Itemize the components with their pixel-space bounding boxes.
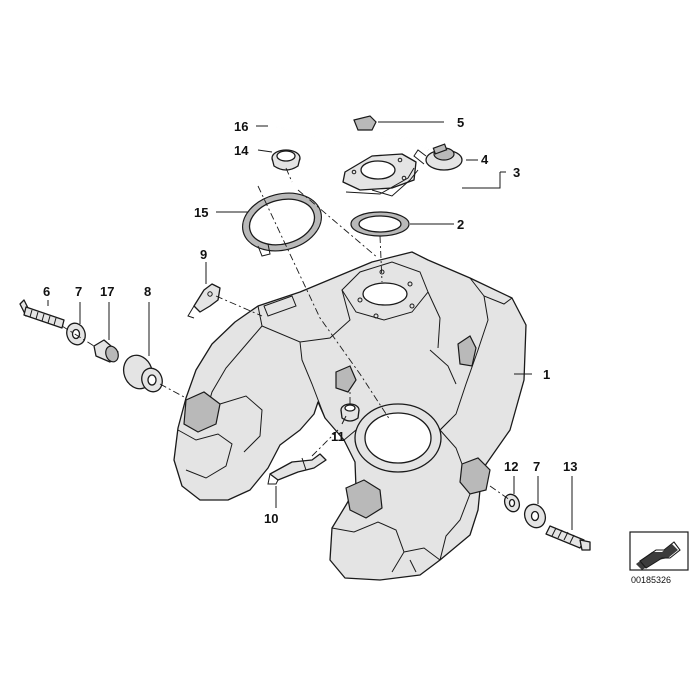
callout-7-left: 7 (75, 284, 82, 299)
callout-13: 13 (563, 459, 577, 474)
callout-3: 3 (513, 165, 520, 180)
bolt-right[interactable] (545, 525, 591, 551)
callout-5: 5 (457, 115, 464, 130)
drain-hose[interactable] (345, 167, 415, 195)
callout-labels: 1 2 3 4 5 6 7 8 9 10 11 12 7 13 14 15 16… (43, 115, 577, 526)
hose-clip[interactable] (353, 115, 377, 131)
callout-1: 1 (543, 367, 550, 382)
grommet[interactable] (271, 149, 301, 171)
callout-11: 11 (331, 429, 345, 444)
forward-arrow-icon[interactable] (629, 531, 689, 571)
bolt-left[interactable] (19, 299, 65, 329)
callout-8: 8 (144, 284, 151, 299)
callout-4: 4 (481, 152, 489, 167)
filler-gasket[interactable] (350, 211, 410, 237)
washer-right-small[interactable] (502, 492, 522, 514)
callout-2: 2 (457, 217, 464, 232)
bracket-lower[interactable] (267, 453, 327, 485)
callout-14: 14 (234, 143, 249, 158)
rubber-mount[interactable] (340, 403, 360, 422)
spacer-sleeve[interactable] (93, 339, 120, 364)
callout-10: 10 (264, 511, 278, 526)
callout-16: 16 (234, 119, 248, 134)
reference-number: 00185326 (631, 575, 671, 585)
breather-hose[interactable] (267, 125, 429, 151)
rubber-bush-left[interactable] (119, 351, 165, 394)
alignment-lines (61, 167, 511, 501)
bracket-upper[interactable] (187, 283, 221, 319)
washer-left[interactable] (64, 321, 88, 348)
callout-6: 6 (43, 284, 50, 299)
callout-17: 17 (100, 284, 114, 299)
filler-flange[interactable] (342, 153, 419, 197)
callout-12: 12 (504, 459, 518, 474)
leader-lines (47, 121, 573, 530)
pump-clamp-ring[interactable] (236, 185, 327, 259)
callout-15: 15 (194, 205, 208, 220)
washer-right[interactable] (521, 501, 549, 531)
callout-9: 9 (200, 247, 207, 262)
fuel-cap[interactable] (413, 143, 463, 171)
callout-7-right: 7 (533, 459, 540, 474)
